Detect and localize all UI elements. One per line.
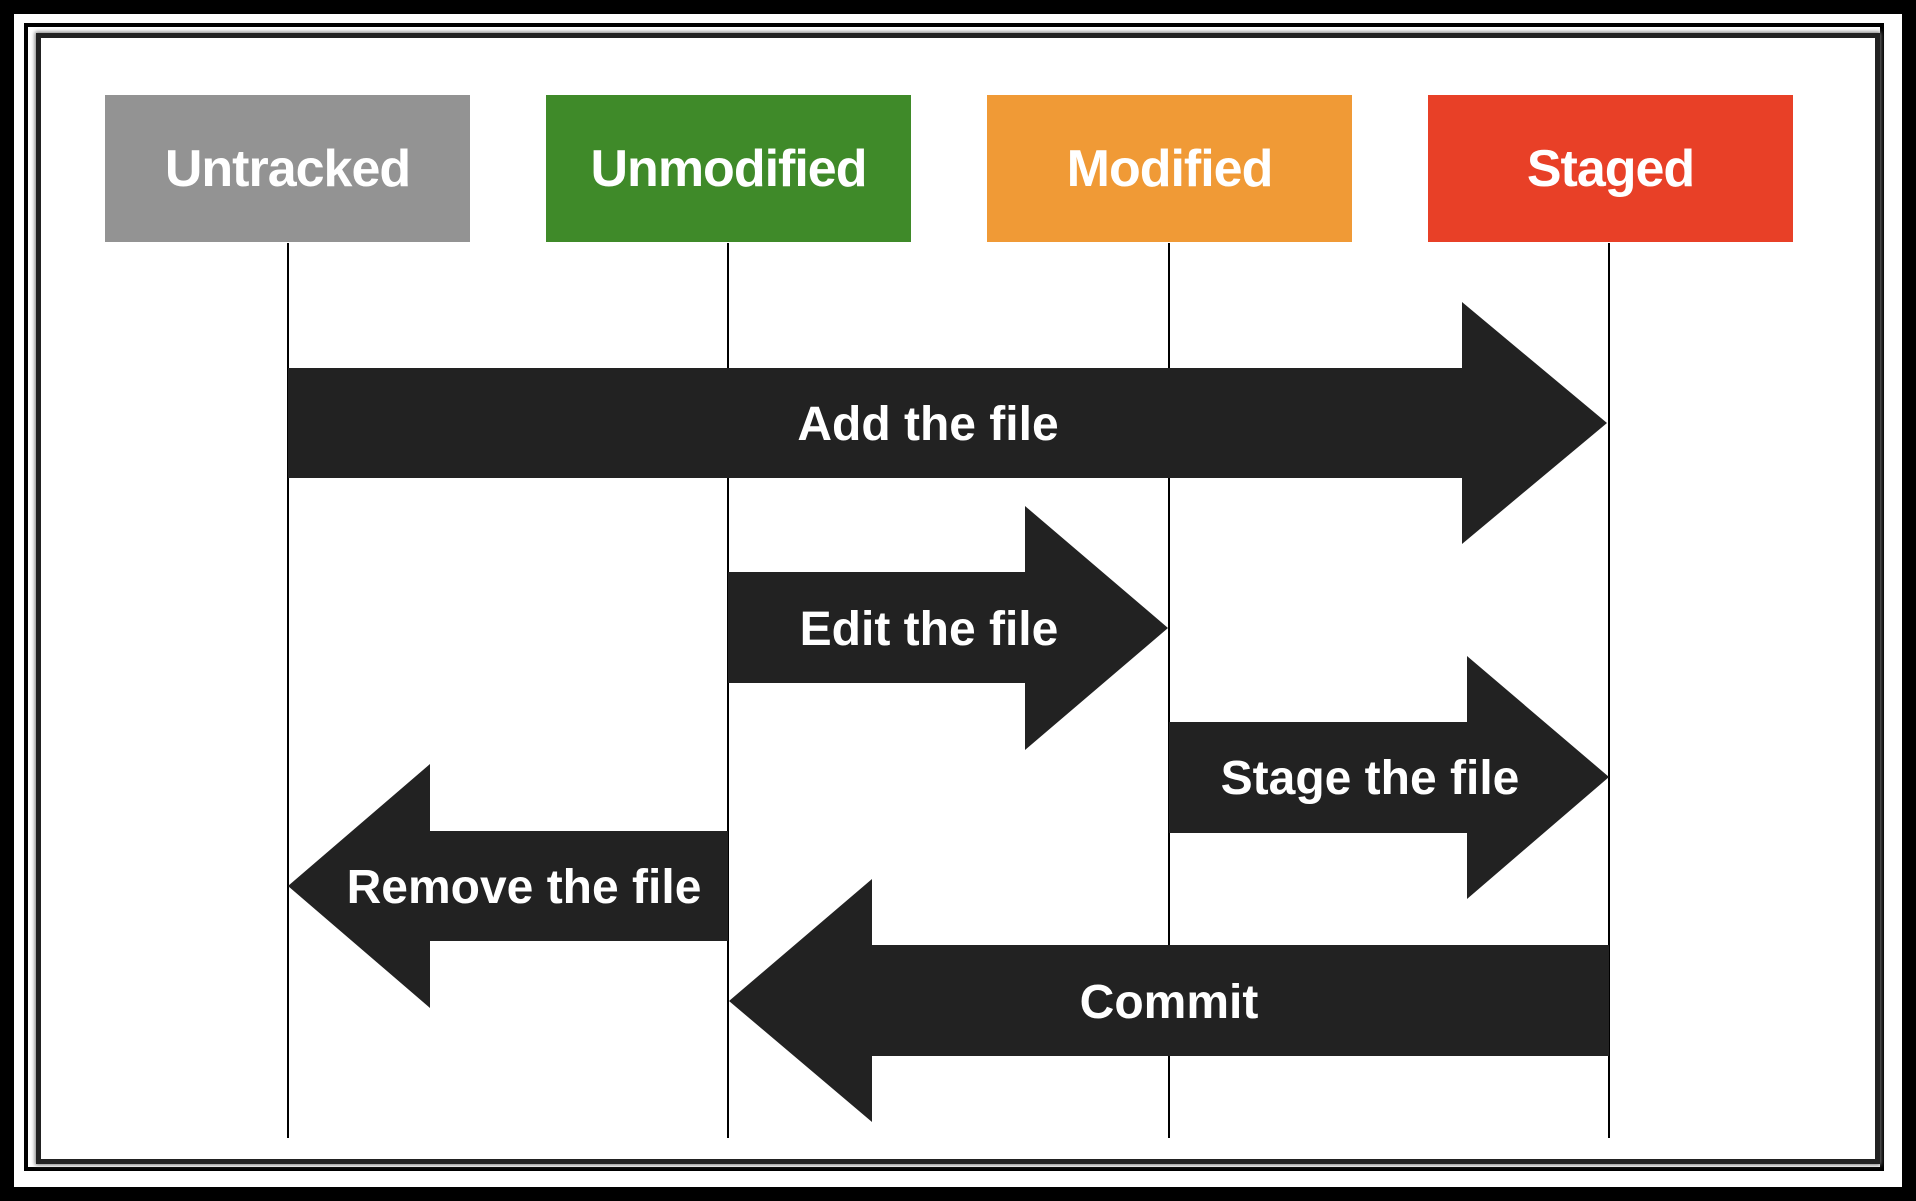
- right-arrow-icon: [288, 302, 1607, 544]
- state-untracked: Untracked: [105, 95, 470, 242]
- transition-remove-the-file-label: Remove the file: [347, 861, 702, 914]
- left-arrow-icon: [288, 764, 728, 1008]
- state-untracked-label: Untracked: [164, 139, 411, 198]
- state-modified-label: Modified: [1066, 139, 1274, 198]
- transition-add-the-file-label: Add the file: [797, 398, 1058, 451]
- transition-stage-the-file-label: Stage the file: [1221, 752, 1520, 805]
- right-arrow-icon: [1169, 656, 1609, 899]
- state-modified: Modified: [987, 95, 1352, 242]
- transition-edit-the-file-label: Edit the file: [800, 603, 1059, 656]
- state-unmodified: Unmodified: [546, 95, 911, 242]
- left-arrow-icon: [729, 879, 1609, 1122]
- right-arrow-icon: [728, 506, 1168, 750]
- transition-stage-the-file: Stage the file: [1169, 656, 1609, 899]
- transition-remove-the-file: Remove the file: [288, 764, 728, 1008]
- transition-commit-label: Commit: [1080, 976, 1259, 1029]
- state-staged: Staged: [1428, 95, 1793, 242]
- state-unmodified-label: Unmodified: [590, 139, 868, 198]
- transition-commit: Commit: [729, 879, 1609, 1122]
- transition-add-the-file: Add the file: [288, 302, 1607, 544]
- transition-edit-the-file: Edit the file: [728, 506, 1168, 750]
- state-staged-label: Staged: [1526, 139, 1695, 198]
